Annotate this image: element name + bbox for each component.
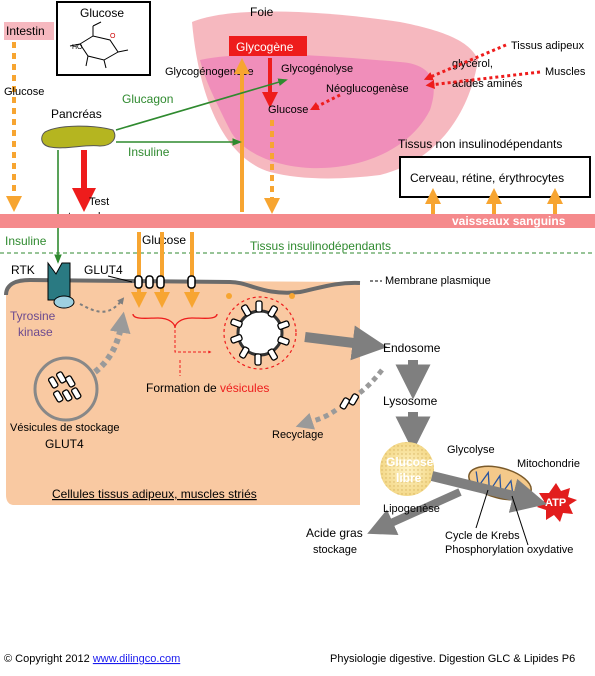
recyclage-label: Recyclage [272,429,323,441]
glycolyse-label: Glycolyse [447,444,495,456]
membrane-label: Membrane plasmique [385,275,491,287]
krebs-pointer [475,489,489,529]
acides-amines-label: acides aminés [452,78,523,90]
glycogenogenese-label: Glycogénogenèse [165,66,254,78]
phosphorylation-label: Phosphorylation oxydative [445,544,573,556]
footer-link[interactable]: www.dilingco.com [92,653,180,665]
recycling-transporters [339,393,360,410]
atp-label: ATP [545,497,566,509]
glycogenolyse-label: Glycogénolyse [281,63,353,75]
vaisseaux-label: vaisseaux sanguins [452,214,566,228]
insuline-left-label: Insuline [5,234,47,248]
glut4-top-label: GLUT4 [84,263,123,277]
muscles-arrow [425,70,541,89]
glucose-foie-label: Glucose [268,104,308,116]
glycolyse-to-atp-arrow [430,471,547,513]
formation-de-label: Formation de vésicules [146,381,269,395]
rtk-signal-arrow [79,297,125,313]
cycle-krebs-label: Cycle de Krebs [445,530,520,542]
pancreas-shape [41,125,116,149]
glucose-ring-icon [69,21,129,69]
vesicules-stockage-label: Vésicules de stockage [10,422,119,434]
tissus-adipeux-arrow [423,43,507,81]
pancreas-label: Pancréas [51,107,102,121]
storage-to-membrane-arrow [93,311,131,375]
intestin-box [4,22,54,40]
intestin-label: Intestin [6,24,45,38]
glut4-transporters [134,275,196,289]
storage-vesicle [33,356,99,422]
neoglucogenese-arrow [309,93,341,111]
acide-gras-label: Acide gras [306,526,363,540]
glucose-intestin-label: Glucose [4,86,44,98]
test-label: Test [89,196,109,208]
glucagon-label: Glucagon [122,92,173,106]
lysosome-label: Lysosome [383,394,438,408]
glucose-libre-texture [380,442,434,496]
storage-vesicle-transporters [47,371,82,403]
tissus-non-insulino-label: Tissus non insulinodépendants [398,137,562,151]
cellules-label: Cellules tissus adipeux, muscles striés [52,487,257,501]
endocytic-vesicle [223,296,297,370]
neoglucogenese-label: Néoglucogenèse [326,83,409,95]
rtk-label: RTK [11,263,35,277]
tyrosine-label: Tyrosine [10,309,56,323]
recycling-return-arrow [295,407,338,430]
glucose-libre-label-1: Glucose [386,455,434,469]
mitochondrie-label: Mitochondrie [517,458,580,470]
kinase-label: kinase [18,325,53,339]
foie-label: Foie [250,5,274,19]
rtk-receptor-icon [47,261,71,301]
glucagon-arrow [115,78,288,131]
tissus-adipeux-label: Tissus adipeux [511,40,584,52]
footer-copyright: © Copyright 2012 www.dilingco.com [4,653,180,665]
tissus-insulino-label: Tissus insulinodépendants [250,239,391,253]
lipogenese-label: Lipogenèse [383,503,440,515]
muscles-label: Muscles [545,66,586,78]
to-endosome-arrow [304,325,388,361]
glycogene-label: Glycogène [236,40,294,54]
vesicle-transporters [230,300,290,366]
formation-pointer [174,330,212,354]
glycogene-box [229,36,307,56]
glucose-ring-oh: HO [72,44,83,51]
vaisseaux-band [0,214,595,228]
glut4-bottom-label: GLUT4 [45,437,84,451]
lipogenese-arrow [367,488,462,536]
glucose-ring-o: O [110,33,116,40]
membrane-budding-dots [226,293,295,299]
endosome-label: Endosome [383,341,441,355]
membrane-line [4,277,361,296]
atp-star-icon [537,483,577,522]
glycerol-label: glycérol, [452,58,493,70]
insuline-top-label: Insuline [128,145,170,159]
glucose-libre-label-2: libre [396,471,422,485]
glucose-box-label: Glucose [80,6,124,20]
tyrosine-kinase-icon [53,295,75,309]
glucose-mid-label: Glucose [142,233,186,247]
footer-source: Physiologie digestive. Digestion GLC & L… [330,653,575,665]
stockage-label: stockage [313,544,357,556]
liver-inner-shape [200,54,434,169]
cerveau-label: Cerveau, rétine, érythrocytes [410,171,564,185]
phosphorylation-pointer [511,495,529,546]
formation-bracket [132,313,218,329]
glut4-top-pointer [107,275,133,283]
